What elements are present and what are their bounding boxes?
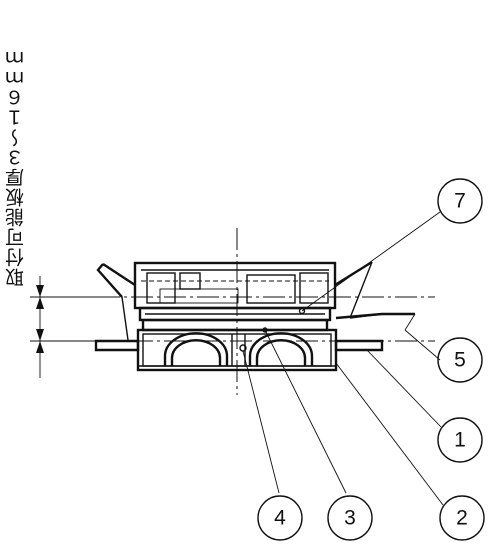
- svg-text:1: 1: [454, 429, 466, 452]
- svg-text:2: 2: [456, 507, 468, 530]
- balloon-2: 2: [439, 495, 485, 541]
- balloon-1: 1: [437, 417, 483, 463]
- svg-text:7: 7: [454, 190, 466, 213]
- svg-text:3: 3: [344, 507, 356, 530]
- balloon-7: 7: [437, 178, 483, 224]
- svg-text:5: 5: [454, 349, 466, 372]
- leader-lines: [242, 211, 444, 506]
- fixture-body: [94, 260, 415, 372]
- thickness-dimension: [30, 276, 98, 378]
- balloon-5: 5: [437, 337, 483, 383]
- balloon-4: 4: [257, 495, 303, 541]
- balloon-3: 3: [327, 495, 373, 541]
- svg-text:4: 4: [274, 507, 286, 530]
